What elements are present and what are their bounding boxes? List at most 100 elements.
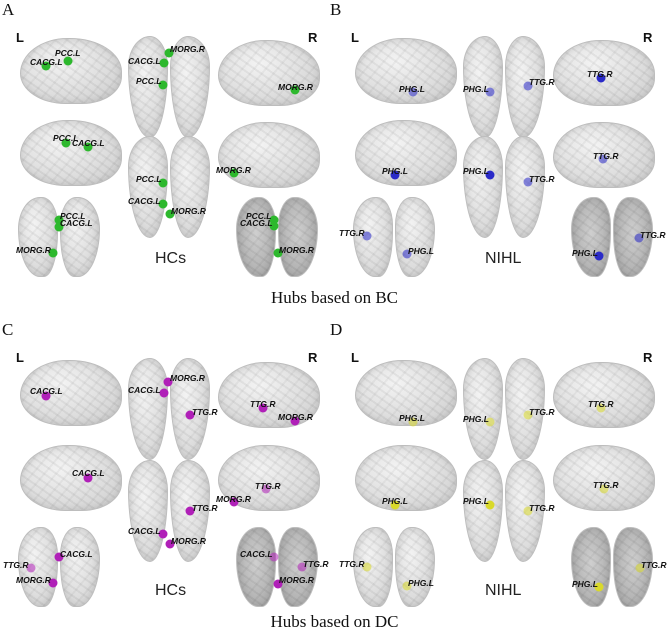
hub-node-morg-r [163,377,173,387]
hub-node-phg-l [408,87,418,97]
hub-node-phg-l [390,170,400,180]
hub-node-morg-r [229,168,239,178]
panel-b: B L R PHG.L PHG.L TTG.R TTG.R PHG.L PHG.… [330,0,669,290]
hub-node-pcc-l [63,56,73,66]
hub-node-cacg-l [158,199,168,209]
node-label: TTG.R [303,559,329,569]
panel-c: C L R CACG.L MORG.R CACG.L TTG.R TTG.R M… [0,320,334,610]
node-label: CACG.L [30,386,63,396]
node-label: PCC.L [246,211,272,221]
node-label: TTG.R [529,77,555,87]
hub-node-morg-r [48,578,58,588]
node-label: PHG.L [399,84,425,94]
node-label: MORG.R [216,165,251,175]
hub-node-morg-r [165,539,175,549]
node-label: TTG.R [250,399,276,409]
node-label: PHG.L [408,578,434,588]
hemisphere-right-label: R [643,350,653,365]
panel-letter: D [330,320,343,339]
node-label: MORG.R [16,575,51,585]
hub-node-ttg-r [596,403,606,413]
hub-node-phg-l [402,581,412,591]
hub-node-cacg-l [83,473,93,483]
brain-coronal-back [571,197,653,277]
hub-node-phg-l [408,417,418,427]
hub-node-phg-l [402,249,412,259]
node-label: TTG.R [339,228,365,238]
hub-node-cacg-l [41,391,51,401]
caption-dc: Hubs based on DC [270,612,399,631]
hub-node-ttg-r [523,81,533,91]
node-label: CACG.L [240,549,273,559]
brain-coronal-front [18,197,100,277]
hemisphere-right-label: R [643,30,653,45]
brain-left-lateral [20,360,122,426]
hub-node-ttg-r [599,484,609,494]
hub-node-morg-r [290,85,300,95]
brain-coronal-front [18,527,100,607]
node-label: PCC.L [136,76,162,86]
hub-node-morg-r [273,579,283,589]
node-label: MORG.R [16,245,51,255]
node-label: CACG.L [30,57,63,67]
hub-node-ttg-r [523,177,533,187]
hub-node-ttg-r [598,154,608,164]
hub-node-morg-r [229,497,239,507]
node-label: TTG.R [593,151,619,161]
brain-right-medial [553,445,655,511]
hub-node-ttg-r [523,410,533,420]
hub-node-morg-r [48,248,58,258]
node-label: PHG.L [572,248,598,258]
hub-node-ttg-r [362,562,372,572]
brain-coronal-back [236,197,318,277]
node-label: MORG.R [279,245,314,255]
group-label: HCs [155,582,187,599]
hub-node-morg-r [290,416,300,426]
hub-node-ttg-r [258,403,268,413]
hub-node-cacg-l [159,388,169,398]
node-label: CACG.L [128,196,161,206]
node-label: CACG.L [128,56,161,66]
node-label: PHG.L [572,579,598,589]
node-label: TTG.R [3,560,29,570]
node-label: MORG.R [278,82,313,92]
node-label: MORG.R [171,536,206,546]
node-label: TTG.R [529,407,555,417]
brain-left-medial [20,120,122,186]
hemisphere-left-label: L [16,30,24,45]
hub-node-ttg-r [362,231,372,241]
hub-node-cacg-l [83,142,93,152]
node-label: TTG.R [587,69,613,79]
brain-left-medial [20,445,122,511]
hemisphere-right-label: R [308,350,318,365]
brain-right-lateral [553,362,655,428]
brain-left-lateral [20,38,122,104]
node-label: CACG.L [128,385,161,395]
node-label: TTG.R [529,174,555,184]
hub-node-cacg-l [159,58,169,68]
panel-letter: C [2,320,14,339]
hub-node-cacg-l [54,222,64,232]
panel-d: D L R PHG.L PHG.L TTG.R TTG.R PHG.L PHG.… [330,320,669,610]
hub-node-ttg-r [634,233,644,243]
hub-node-ttg-r [523,506,533,516]
brain-axial-bottom [463,460,545,562]
hub-node-pcc-l [61,138,71,148]
node-label: PCC.L [60,211,86,221]
hub-node-ttg-r [26,563,36,573]
hub-node-ttg-r [185,410,195,420]
node-label: CACG.L [128,526,161,536]
brain-coronal-front [353,197,435,277]
hub-node-cacg-l [158,529,168,539]
node-label: CACG.L [60,549,93,559]
node-label: PHG.L [463,496,489,506]
hub-node-pcc-l [54,215,64,225]
panel-letter: B [330,0,342,19]
brain-coronal-front [353,527,435,607]
node-label: TTG.R [641,560,667,570]
brain-right-medial [218,122,320,188]
brain-left-medial [355,445,457,511]
hub-node-ttg-r [261,484,271,494]
hub-node-morg-r [164,48,174,58]
hub-node-cacg-l [269,221,279,231]
